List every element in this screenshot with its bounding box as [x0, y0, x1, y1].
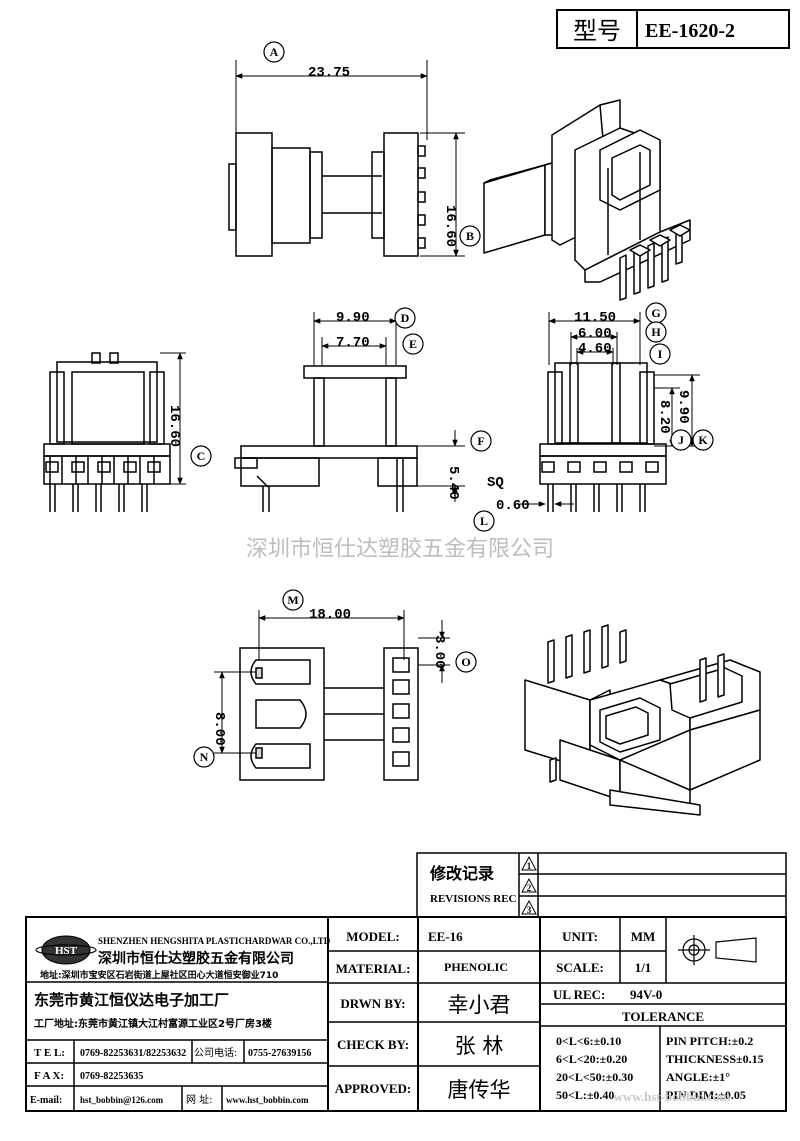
- material-value: PHENOLIC: [444, 960, 508, 974]
- phone-value: 0755-27639156: [248, 1048, 311, 1059]
- dim-top-width: 23.75: [308, 65, 350, 81]
- callout-m: M: [287, 593, 298, 607]
- bottom-view: [214, 610, 450, 781]
- dim-bottom-800: 8.00: [211, 712, 227, 746]
- revisions-title-cn: 修改记录: [429, 864, 494, 883]
- callout-b: B: [466, 229, 474, 243]
- material-label: MATERIAL:: [336, 961, 411, 976]
- callout-h: H: [651, 325, 661, 339]
- dim-end-1150: 11.50: [574, 310, 616, 326]
- tel-label: T E L:: [34, 1047, 65, 1059]
- dim-side-770: 7.70: [336, 335, 370, 351]
- fax-value: 0769-82253635: [80, 1071, 143, 1082]
- email-value: hst_bobbin@126.com: [80, 1095, 164, 1105]
- dim-end-460: 4.60: [578, 341, 612, 357]
- callout-letters: A B C D E F G H I J K L M N O: [197, 45, 709, 764]
- callout-f: F: [477, 434, 484, 448]
- tol-right-3: ANGLE:±1°: [666, 1070, 730, 1084]
- dim-sq-label: SQ: [487, 475, 504, 491]
- tol-right-2: THICKNESS±0.15: [666, 1052, 764, 1066]
- company-name-cn: 深圳市恒仕达塑胶五金有限公司: [98, 950, 294, 967]
- dim-end-820: 8.20: [656, 400, 672, 434]
- tol-right-4: PIN DIM:±0.05: [666, 1088, 746, 1102]
- tol-left-2: 6<L<20:±0.20: [556, 1052, 627, 1066]
- top-view: [228, 60, 465, 257]
- iso-view-top: [483, 99, 691, 301]
- model-value: EE-16: [428, 929, 463, 944]
- tol-left-1: 0<L<6:±0.10: [556, 1034, 621, 1048]
- factory-address: 工厂地址:东莞市黄江镇大江村富源工业区2号厂房3楼: [34, 1017, 272, 1030]
- type-value: EE-1620-2: [645, 20, 735, 42]
- callout-d: D: [401, 311, 410, 325]
- revision-row-2: 2: [527, 883, 532, 893]
- type-label: 型号: [573, 17, 621, 45]
- side-view: [234, 312, 465, 512]
- projection-symbol-icon: [678, 935, 757, 965]
- revision-row-3: 3: [527, 905, 532, 915]
- dim-end-600: 6.00: [578, 326, 612, 342]
- callout-c: C: [197, 449, 206, 463]
- callout-e: E: [409, 337, 417, 351]
- callout-a: A: [270, 45, 279, 59]
- callout-o: O: [461, 655, 470, 669]
- unit-value: MM: [631, 929, 656, 944]
- tol-right-1: PIN PITCH:±0.2: [666, 1034, 753, 1048]
- dim-front-height: 16.60: [166, 405, 182, 447]
- callouts: [190, 41, 714, 768]
- factory-name: 东莞市黄江恒仪达电子加工厂: [34, 991, 229, 1009]
- company-address: 地址:深圳市宝安区石岩街道上屋社区田心大道恒安御业710: [40, 969, 278, 981]
- scale-value: 1/1: [635, 960, 652, 975]
- front-view: [43, 352, 186, 512]
- callout-k: K: [698, 433, 708, 447]
- callout-i: I: [658, 347, 663, 361]
- revision-table: [416, 852, 787, 918]
- revision-row-1: 1: [527, 861, 532, 871]
- dim-pin-sq: 0.60: [496, 498, 530, 514]
- ul-value: 94V-0: [630, 987, 662, 1002]
- dim-bottom-300: 3.00: [431, 635, 447, 669]
- model-label: MODEL:: [346, 929, 399, 944]
- web-label: 网 址:: [186, 1093, 213, 1106]
- web-value: www.hst_bobbin.com: [226, 1095, 309, 1105]
- tol-left-4: 50<L:±0.40: [556, 1088, 614, 1102]
- callout-j: J: [678, 433, 684, 447]
- drawn-value: 幸小君: [448, 993, 511, 1017]
- tol-left-3: 20<L<50:±0.30: [556, 1070, 633, 1084]
- fax-label: F A X:: [34, 1070, 64, 1082]
- scale-label: SCALE:: [556, 960, 604, 975]
- watermark: 深圳市恒仕达塑胶五金有限公司: [246, 537, 554, 562]
- check-label: CHECK BY:: [337, 1037, 409, 1052]
- ul-label: UL REC:: [553, 987, 605, 1002]
- company-name-en: SHENZHEN HENGSHITA PLASTICHARDWAR CO.,LT…: [98, 936, 331, 946]
- iso-view-bottom: [524, 624, 761, 816]
- dim-top-height: 16.60: [442, 205, 458, 247]
- callout-g: G: [651, 306, 660, 320]
- callout-l: L: [480, 514, 488, 528]
- check-value: 张 林: [455, 1034, 504, 1058]
- tel-value: 0769-82253631/82253632: [80, 1048, 186, 1059]
- tolerance-title: TOLERANCE: [622, 1009, 704, 1024]
- logo-text: HST: [55, 945, 78, 957]
- revisions-title-en: REVISIONS REC: [430, 893, 517, 905]
- dim-bottom-1800: 18.00: [309, 607, 351, 623]
- part-number-header: 型号 EE-1620-2: [556, 9, 790, 49]
- dim-end-990: 9.90: [675, 390, 691, 424]
- company-logo: HST: [35, 935, 97, 965]
- approved-label: APPROVED:: [335, 1081, 412, 1096]
- dim-side-540: 5.40: [445, 466, 461, 500]
- approved-value: 唐传华: [448, 1078, 511, 1102]
- dim-side-990: 9.90: [336, 310, 370, 326]
- footer-watermark: www.hst-bobbin.com: [613, 1089, 730, 1104]
- unit-label: UNIT:: [562, 929, 598, 944]
- phone-label: 公司电话:: [194, 1046, 237, 1059]
- title-block-frame: [25, 916, 787, 1112]
- email-label: E-mail:: [30, 1095, 62, 1106]
- callout-n: N: [200, 750, 209, 764]
- drawn-label: DRWN BY:: [340, 996, 405, 1011]
